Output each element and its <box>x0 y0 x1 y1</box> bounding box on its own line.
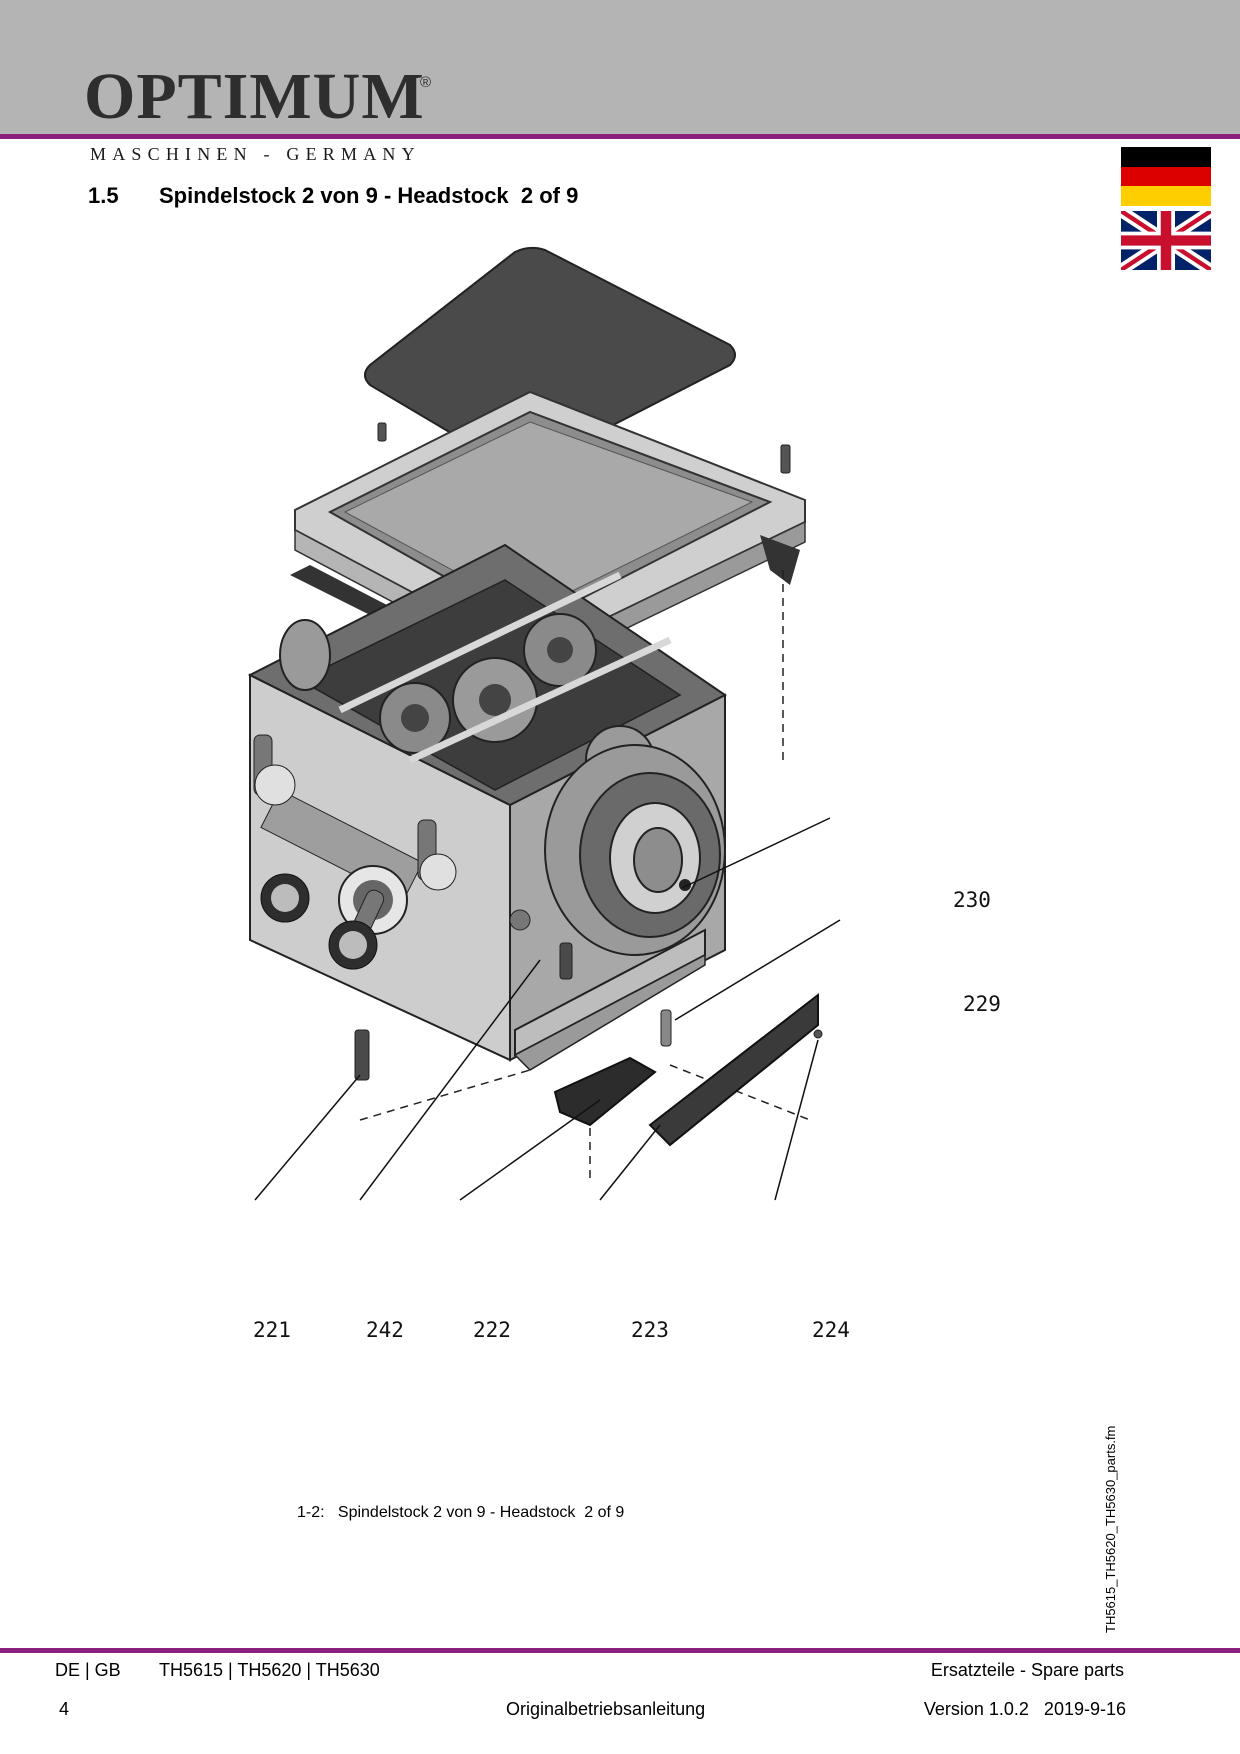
footer-lang: DE | GB <box>55 1660 121 1680</box>
callout-242: 242 <box>366 1318 404 1342</box>
screw-upper <box>559 942 573 980</box>
callout-230: 230 <box>953 888 991 912</box>
footer-version: Version 1.0.2 2019-9-16 <box>923 1699 1126 1719</box>
callout-223: 223 <box>631 1318 669 1342</box>
figure-caption: 1-2: Spindelstock 2 von 9 - Headstock 2 … <box>297 1504 625 1521</box>
headstock-housing <box>247 543 727 1071</box>
header-rule <box>0 134 1240 139</box>
screw-224 <box>813 1029 823 1039</box>
callout-221: 221 <box>253 1318 291 1342</box>
leader-lines <box>254 817 841 1201</box>
footer-page-number: 4 <box>59 1699 70 1719</box>
header-band <box>0 0 1240 134</box>
callout-224: 224 <box>812 1318 850 1342</box>
footer-section: Ersatzteile - Spare parts <box>930 1660 1124 1680</box>
headstock-exploded-drawing <box>247 246 841 1201</box>
brand-tagline: MASCHINEN - GERMANY <box>90 144 421 164</box>
gasket-corner <box>760 535 800 585</box>
cover-plate-223 <box>648 992 819 1147</box>
callout-222: 222 <box>473 1318 511 1342</box>
section-title: Spindelstock 2 von 9 - Headstock 2 of 9 <box>159 183 579 208</box>
side-filename: TH5615_TH5620_TH5630_parts.fm <box>1103 1425 1118 1633</box>
clamp-block-222 <box>553 1056 657 1127</box>
section-number: 1.5 <box>88 183 119 208</box>
footer-models: TH5615 | TH5620 | TH5630 <box>159 1660 380 1680</box>
footer-rule <box>0 1648 1240 1653</box>
brand-logo: OPTIMUM <box>84 60 425 133</box>
assembly-guide-lines <box>359 570 811 1180</box>
uk-flag-icon[interactable] <box>1121 211 1211 270</box>
germany-flag-icon[interactable] <box>1121 147 1211 206</box>
registered-mark: ® <box>420 74 432 91</box>
footer-doc-title: Originalbetriebsanleitung <box>506 1699 706 1719</box>
pin-229 <box>660 1009 672 1047</box>
top-cover-plate <box>364 246 736 470</box>
screw-221 <box>354 1029 370 1081</box>
callout-229: 229 <box>963 992 1001 1016</box>
